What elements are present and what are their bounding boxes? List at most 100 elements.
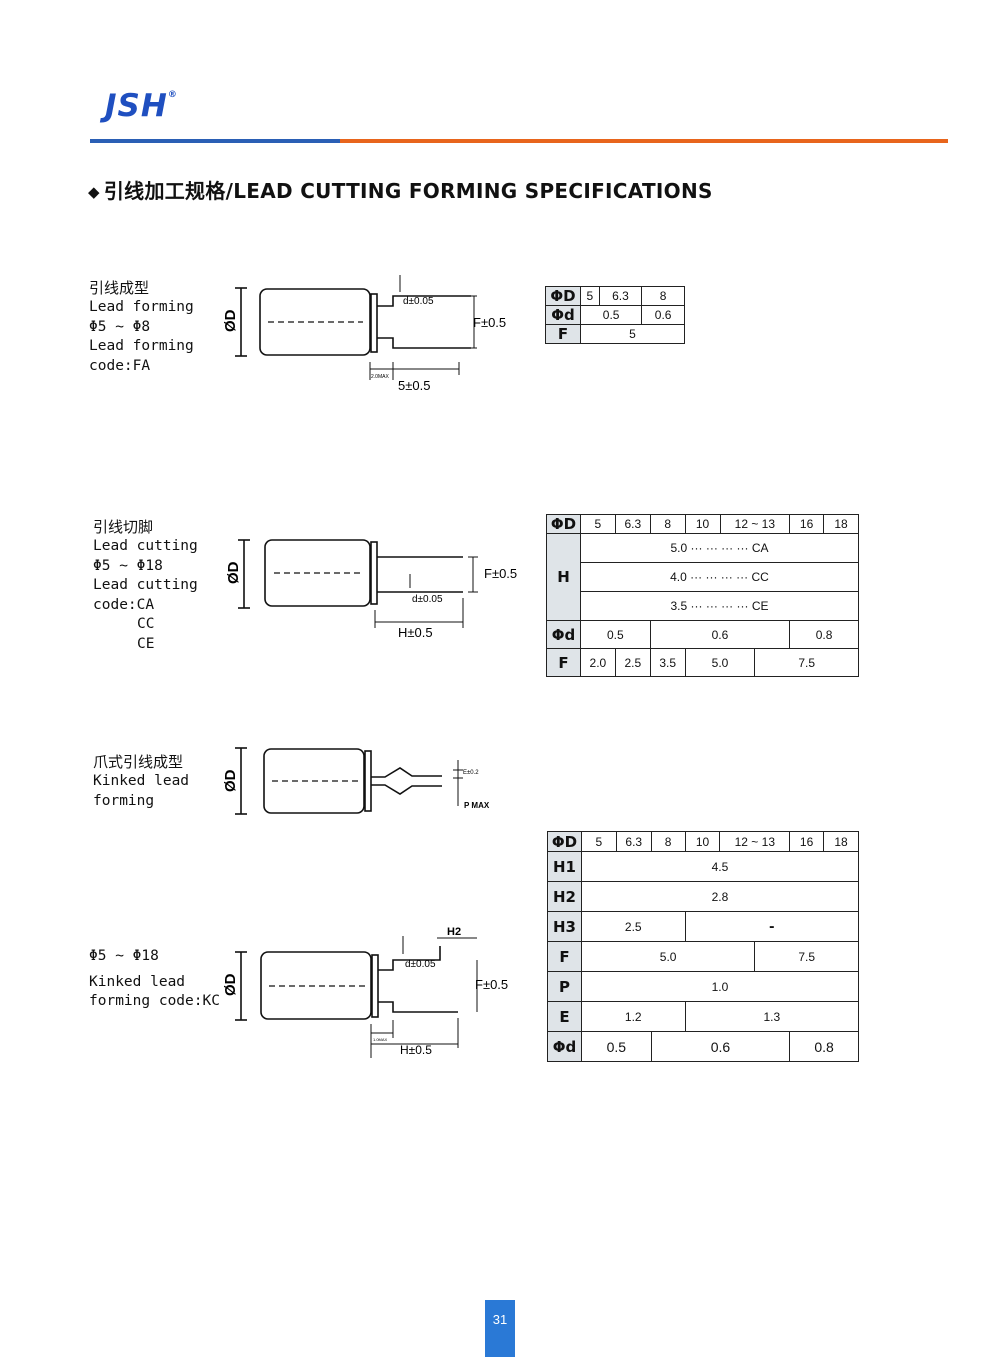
table-cell: 4.5 bbox=[580, 851, 860, 882]
kc-h2-label: H2 bbox=[447, 926, 461, 938]
table-cell: 6.3 bbox=[614, 514, 651, 534]
table-cell: 2.8 bbox=[580, 881, 860, 912]
table-cell: ΦD bbox=[547, 831, 582, 852]
fa-line: Lead forming bbox=[89, 299, 194, 315]
table-cell: Φd bbox=[545, 305, 581, 325]
ca-diameter-label: ØD bbox=[225, 561, 242, 584]
table-cell: 16 bbox=[789, 831, 825, 852]
kc-diameter-label: ØD bbox=[222, 973, 239, 996]
table-row: F 2.0 2.5 3.5 5.0 7.5 bbox=[546, 648, 859, 677]
kc-bend-label: 1.0MAX bbox=[373, 1037, 388, 1042]
table-cell: 7.5 bbox=[754, 648, 859, 677]
fa-spec-table: ΦD 5 6.3 8 Φd 0.5 0.6 F 5 bbox=[545, 286, 685, 344]
kinked-description: 爪式引线成型 Kinked lead forming bbox=[93, 751, 189, 811]
ca-length-label: H±0.5 bbox=[398, 625, 433, 640]
header-rule-blue bbox=[90, 139, 340, 143]
company-logo: JSH® bbox=[105, 88, 178, 124]
table-cell: 5 bbox=[579, 514, 616, 534]
table-cell: 18 bbox=[823, 514, 859, 534]
fa-line: Lead forming bbox=[89, 338, 194, 354]
ca-line: CC bbox=[137, 616, 155, 632]
table-row: H 5.0 ··· ··· ··· ··· CA bbox=[546, 533, 860, 621]
table-row: H2 2.8 bbox=[547, 881, 860, 912]
table-cell: 3.5 bbox=[649, 648, 686, 677]
table-cell: 1.3 bbox=[684, 1001, 860, 1032]
table-cell: 0.5 bbox=[580, 1031, 652, 1062]
table-cell: 0.8 bbox=[789, 620, 859, 649]
kinked-line: forming bbox=[93, 792, 155, 809]
table-cell: 0.5 bbox=[579, 305, 643, 325]
fa-wire-label: d±0.05 bbox=[403, 296, 434, 307]
table-cell: 8 bbox=[641, 286, 685, 306]
ca-line: Lead cutting bbox=[93, 577, 198, 593]
table-cell: 5.0 bbox=[684, 648, 756, 677]
table-cell: 10 bbox=[684, 514, 721, 534]
kc-length-label: H±0.5 bbox=[400, 1043, 432, 1057]
kinked-e-label: E±0.2 bbox=[463, 770, 479, 776]
table-row: Φd 0.5 0.6 0.8 bbox=[546, 620, 859, 649]
table-cell: H2 bbox=[547, 881, 582, 912]
fa-diameter-label: ØD bbox=[222, 309, 239, 332]
table-row: H1 4.5 bbox=[547, 851, 860, 882]
table-row: 4.0 ··· ··· ··· ··· CC bbox=[547, 562, 860, 592]
table-cell: 3.5 ··· ··· ··· ··· CE bbox=[579, 591, 860, 621]
table-row: F 5.0 7.5 bbox=[547, 941, 859, 972]
kc-drawing: ØD d±0.05 F±0.5 H2 1.0MAX H±0.5 bbox=[222, 926, 508, 1058]
fa-length-label: 5±0.5 bbox=[398, 378, 430, 393]
table-cell: Φd bbox=[546, 620, 581, 649]
table-cell: 0.6 bbox=[650, 1031, 791, 1062]
kc-line: Kinked lead bbox=[89, 973, 186, 990]
fa-pitch-label: F±0.5 bbox=[473, 315, 506, 330]
table-cell: F bbox=[545, 324, 581, 344]
fa-drawing: ØD d±0.05 F±0.5 2.0MAX 5±0.5 bbox=[222, 275, 506, 393]
table-cell: 5 bbox=[580, 831, 617, 852]
fa-bend-label: 2.0MAX bbox=[371, 374, 389, 380]
ca-line: Lead cutting bbox=[93, 538, 198, 554]
table-cell: 5 bbox=[580, 286, 600, 306]
table-row: P 1.0 bbox=[547, 971, 860, 1002]
fa-line: code:FA bbox=[89, 357, 151, 374]
table-cell: 12 ~ 13 bbox=[719, 514, 791, 534]
diamond-bullet-icon: ◆ bbox=[88, 183, 100, 201]
table-cell: 1.0 bbox=[580, 971, 860, 1002]
table-row: ΦD 5 6.3 8 10 12 ~ 13 16 18 bbox=[547, 831, 859, 852]
page-number: 31 bbox=[485, 1300, 515, 1357]
table-cell: 8 bbox=[649, 514, 686, 534]
table-cell: 2.5 bbox=[614, 648, 651, 677]
ca-drawing: ØD d±0.05 F±0.5 H±0.5 bbox=[225, 539, 517, 640]
kinked-title-cn: 爪式引线成型 bbox=[93, 753, 184, 771]
ca-description: 引线切脚 Lead cutting Φ5 ~ Φ18 Lead cutting … bbox=[93, 516, 198, 654]
ca-spec-table: ΦD 5 6.3 8 10 12 ~ 13 16 18 H 5.0 ··· ··… bbox=[546, 514, 860, 677]
kinked-p-label: P MAX bbox=[464, 801, 490, 810]
table-row: Φd 0.5 0.6 bbox=[545, 305, 685, 325]
table-cell: E bbox=[547, 1001, 582, 1032]
kinked-diameter-label: ØD bbox=[222, 769, 239, 792]
table-row: Φd 0.5 0.6 0.8 bbox=[547, 1031, 859, 1062]
kc-pitch-label: F±0.5 bbox=[475, 977, 508, 992]
table-cell: 4.0 ··· ··· ··· ··· CC bbox=[579, 562, 860, 592]
kinked-drawing: ØD E±0.2 P MAX bbox=[222, 747, 490, 815]
ca-line: code:CA bbox=[93, 596, 155, 613]
ca-line: CE bbox=[137, 635, 155, 652]
fa-line: Φ5 ~ Φ8 bbox=[89, 318, 151, 335]
table-cell: 5 bbox=[580, 324, 685, 344]
table-cell: 0.5 bbox=[579, 620, 651, 649]
table-cell: 8 bbox=[650, 831, 686, 852]
ca-title-cn: 引线切脚 bbox=[93, 518, 154, 536]
ca-pitch-label: F±0.5 bbox=[484, 566, 517, 581]
kc-wire-label: d±0.05 bbox=[405, 959, 436, 970]
table-cell: H bbox=[546, 533, 581, 621]
table-cell: 2.0 bbox=[579, 648, 616, 677]
table-cell: P bbox=[547, 971, 582, 1002]
ca-line: Φ5 ~ Φ18 bbox=[93, 557, 163, 574]
table-row: E 1.2 1.3 bbox=[547, 1001, 860, 1032]
table-cell: 18 bbox=[823, 831, 859, 852]
table-cell: 5.0 bbox=[580, 941, 756, 972]
fa-title-cn: 引线成型 bbox=[89, 279, 150, 297]
table-cell: 6.3 bbox=[615, 831, 652, 852]
table-cell: 7.5 bbox=[754, 941, 859, 972]
ca-wire-label: d±0.05 bbox=[412, 594, 443, 605]
table-row: F 5 bbox=[545, 324, 685, 344]
table-cell: 10 bbox=[684, 831, 721, 852]
table-cell: 0.6 bbox=[649, 620, 791, 649]
